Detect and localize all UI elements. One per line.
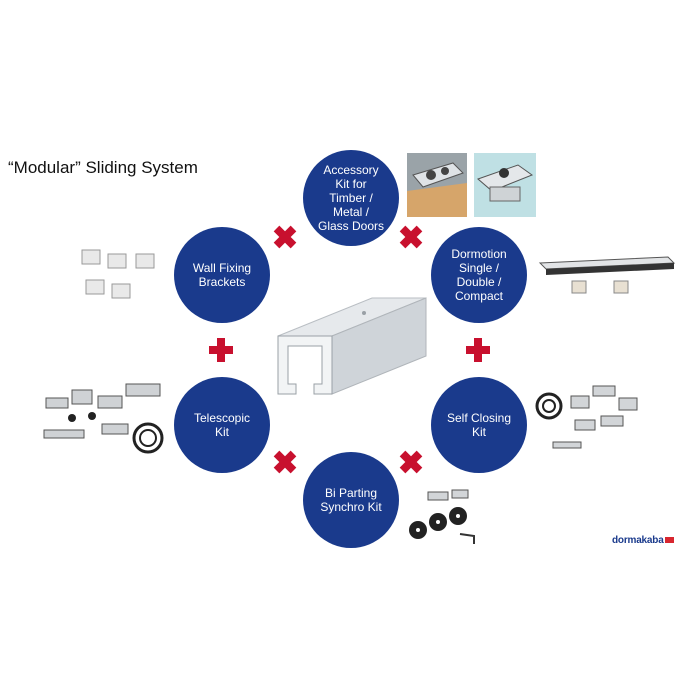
plus-icon (273, 450, 297, 474)
accessory-kit-photo-timber (407, 153, 467, 217)
telescopic-kit-parts-image (43, 383, 164, 454)
plus-icon (399, 450, 423, 474)
self-closing-kit-parts-image (535, 385, 638, 449)
dormotion-damper-image (538, 256, 676, 294)
plus-icon (273, 225, 297, 249)
brand-logo-text: dormakaba (612, 535, 664, 546)
wall-fixing-brackets-image (81, 249, 155, 299)
node-wall-fixing-brackets: Wall Fixing Brackets (174, 227, 270, 323)
plus-icon (209, 338, 233, 362)
diagram-title: “Modular” Sliding System (8, 158, 198, 177)
plus-icon (399, 225, 423, 249)
brand-flag-icon (664, 537, 674, 544)
node-dormotion: Dormotion Single / Double / Compact (431, 227, 527, 323)
sliding-rail-image (277, 297, 427, 395)
node-self-closing-kit: Self Closing Kit (431, 377, 527, 473)
node-bi-parting-synchro-kit: Bi Parting Synchro Kit (303, 452, 399, 548)
brand-logo: dormakaba (612, 535, 674, 546)
plus-icon (466, 338, 490, 362)
node-telescopic-kit: Telescopic Kit (174, 377, 270, 473)
bi-parting-synchro-kit-parts-image (409, 489, 475, 544)
node-accessory-kit: Accessory Kit for Timber / Metal / Glass… (303, 150, 399, 246)
accessory-kit-photo-glass (474, 153, 536, 217)
